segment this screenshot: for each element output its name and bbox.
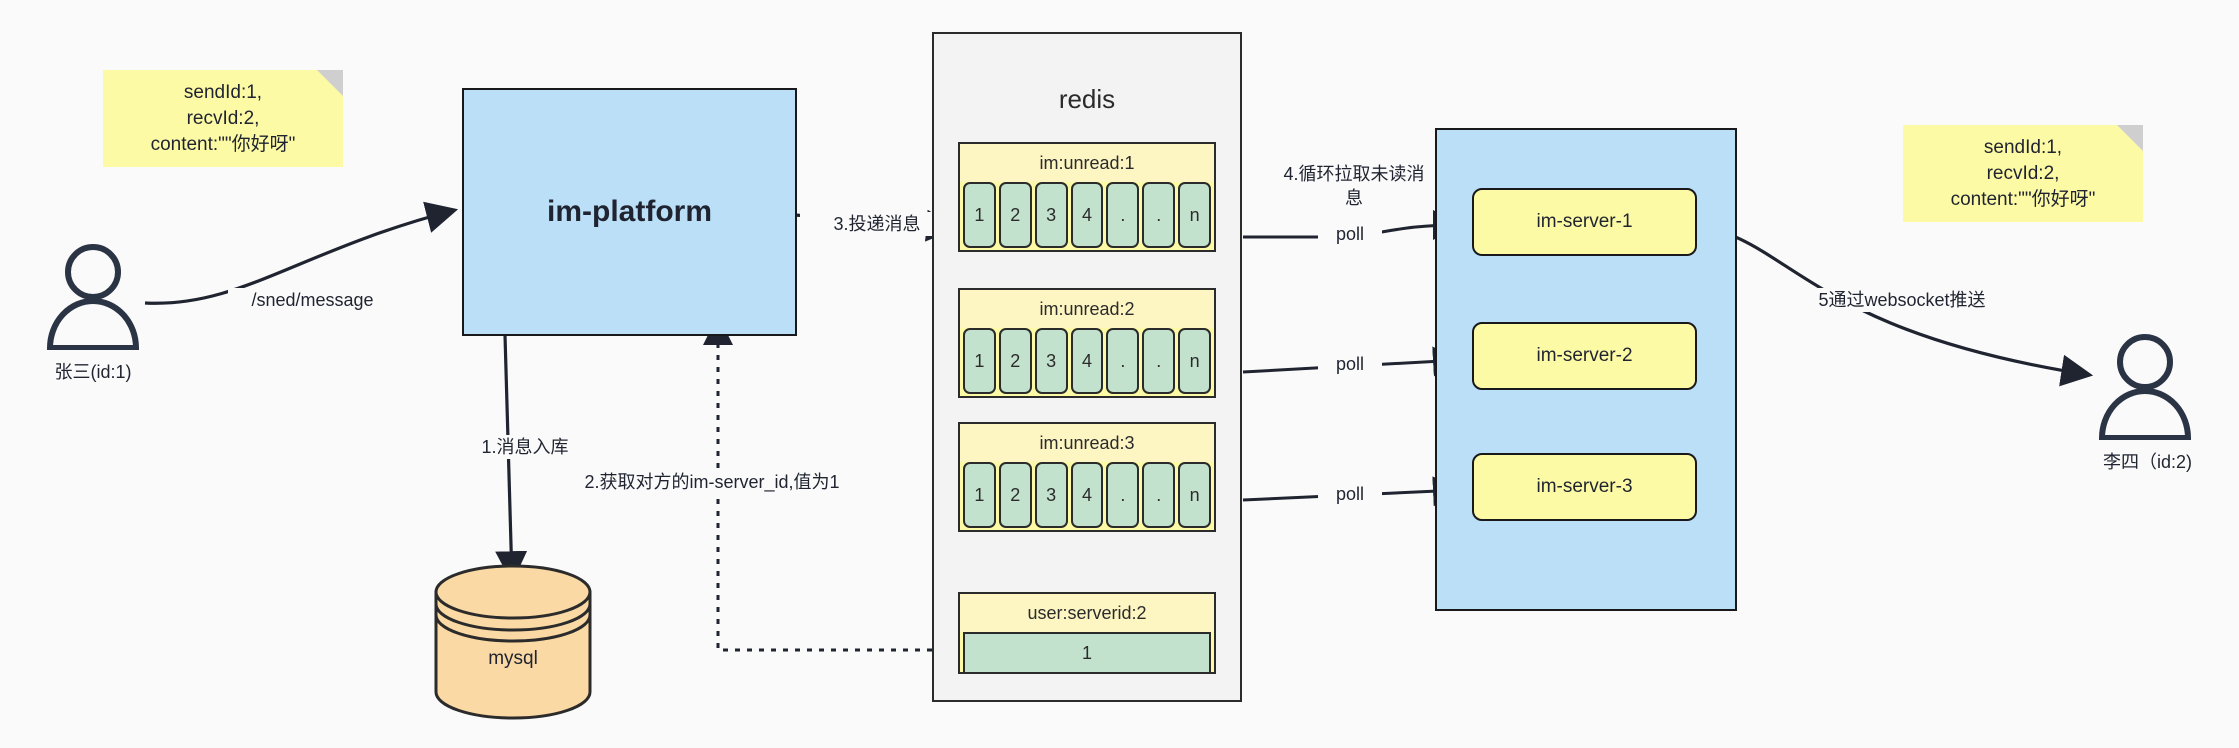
list-cell: 4 bbox=[1070, 182, 1104, 248]
redis-list-key: im:unread:1 bbox=[960, 144, 1214, 182]
edge-label-step3: 3.投递消息 bbox=[800, 212, 954, 236]
list-cell: 2 bbox=[998, 328, 1032, 394]
list-cell: . bbox=[1106, 462, 1140, 528]
user-icon bbox=[46, 244, 140, 351]
redis-list-cells: 1 2 3 4 . . n bbox=[960, 182, 1214, 251]
im-server-3-label: im-server-3 bbox=[1536, 476, 1633, 497]
list-cell: 1 bbox=[963, 462, 996, 528]
list-cell: 3 bbox=[1034, 182, 1068, 248]
redis-list-cells: 1 2 3 4 . . n bbox=[960, 328, 1214, 397]
im-server-1-label: im-server-1 bbox=[1536, 211, 1633, 232]
edge-label-step4: 4.循环拉取未读消 息 bbox=[1252, 162, 1456, 210]
edge-label-step1: 1.消息入库 bbox=[448, 435, 602, 459]
im-server-1-box[interactable]: im-server-1 bbox=[1472, 188, 1697, 256]
redis-list-unread-3[interactable]: im:unread:3 1 2 3 4 . . n bbox=[958, 422, 1216, 532]
list-cell: n bbox=[1178, 462, 1212, 528]
list-cell: 3 bbox=[1034, 462, 1068, 528]
note-fold-icon bbox=[2117, 125, 2143, 151]
database-cylinder-icon bbox=[434, 564, 592, 720]
redis-title: redis bbox=[1058, 84, 1116, 114]
list-cell: 2 bbox=[998, 462, 1032, 528]
note-fold-icon bbox=[317, 70, 343, 96]
edge-label-step5: 5通过websocket推送 bbox=[1785, 288, 2019, 312]
actor-sender-label: 张三(id:1) bbox=[54, 362, 132, 382]
list-cell: . bbox=[1106, 182, 1140, 248]
mysql-database[interactable]: mysql bbox=[428, 562, 598, 722]
actor-sender bbox=[38, 240, 148, 351]
redis-list-key: im:unread:2 bbox=[960, 290, 1214, 328]
edge-label-poll-1: poll bbox=[1318, 222, 1382, 246]
redis-kv-key: user:serverid:2 bbox=[960, 594, 1214, 632]
list-cell: . bbox=[1142, 462, 1176, 528]
list-cell: 4 bbox=[1070, 462, 1104, 528]
list-cell: 4 bbox=[1070, 328, 1104, 394]
actor-receiver bbox=[2090, 330, 2200, 441]
list-cell: . bbox=[1142, 182, 1176, 248]
list-cell: 2 bbox=[998, 182, 1032, 248]
user-icon bbox=[2098, 334, 2192, 441]
sticky-note-left-text: sendId:1, recvId:2, content:""你好呀" bbox=[150, 81, 296, 155]
im-server-3-box[interactable]: im-server-3 bbox=[1472, 453, 1697, 521]
list-cell: n bbox=[1178, 182, 1212, 248]
redis-list-cells: 1 2 3 4 . . n bbox=[960, 462, 1214, 531]
edge-label-poll-2: poll bbox=[1318, 352, 1382, 376]
redis-kv-value: 1 bbox=[963, 632, 1211, 674]
im-platform-label: im-platform bbox=[547, 195, 712, 228]
mysql-label: mysql bbox=[488, 648, 538, 669]
sticky-note-left: sendId:1, recvId:2, content:""你好呀" bbox=[103, 70, 343, 167]
im-server-2-box[interactable]: im-server-2 bbox=[1472, 322, 1697, 390]
edge-label-send-message: /sned/message bbox=[228, 288, 397, 312]
list-cell: 1 bbox=[963, 182, 996, 248]
redis-list-key: im:unread:3 bbox=[960, 424, 1214, 462]
im-platform-box[interactable]: im-platform bbox=[462, 88, 797, 336]
edge-label-poll-3: poll bbox=[1318, 482, 1382, 506]
edge-label-step2: 2.获取对方的im-server_id,值为1 bbox=[560, 470, 864, 494]
list-cell: n bbox=[1178, 328, 1212, 394]
actor-receiver-label: 李四（id:2) bbox=[2102, 452, 2192, 472]
redis-list-unread-2[interactable]: im:unread:2 1 2 3 4 . . n bbox=[958, 288, 1216, 398]
list-cell: 1 bbox=[963, 328, 996, 394]
im-server-2-label: im-server-2 bbox=[1536, 345, 1633, 366]
list-cell: . bbox=[1142, 328, 1176, 394]
redis-list-unread-1[interactable]: im:unread:1 1 2 3 4 . . n bbox=[958, 142, 1216, 252]
list-cell: . bbox=[1106, 328, 1140, 394]
sticky-note-right-text: sendId:1, recvId:2, content:""你好呀" bbox=[1950, 136, 2096, 210]
list-cell: 3 bbox=[1034, 328, 1068, 394]
sticky-note-right: sendId:1, recvId:2, content:""你好呀" bbox=[1903, 125, 2143, 222]
redis-kv-user-serverid[interactable]: user:serverid:2 1 bbox=[958, 592, 1216, 674]
